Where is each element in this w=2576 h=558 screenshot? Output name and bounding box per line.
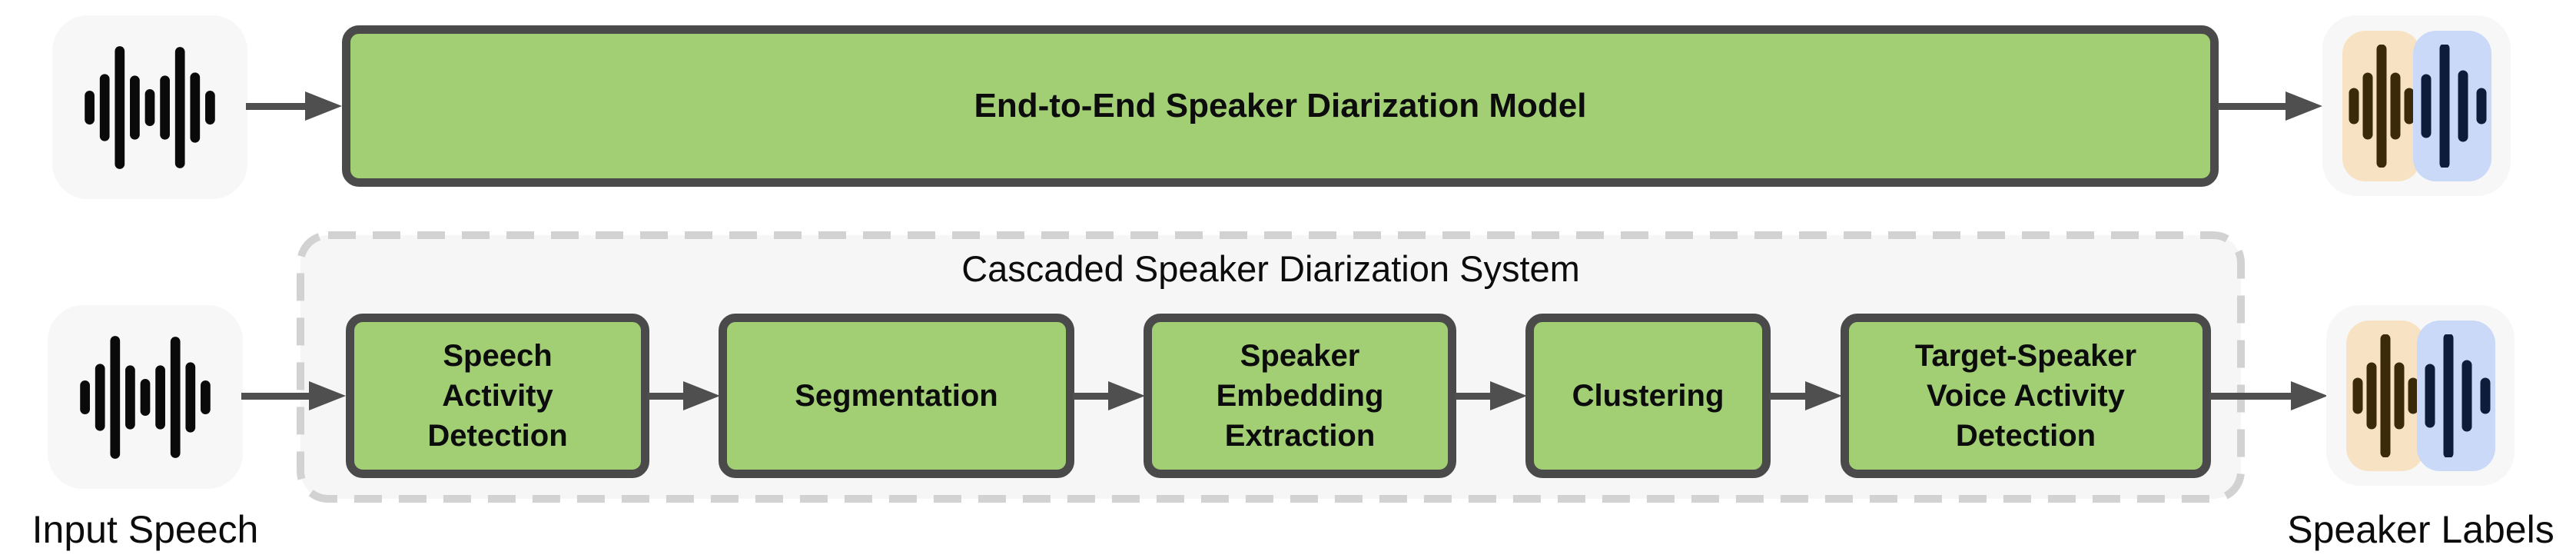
speaker2-waveform-icon bbox=[2421, 44, 2486, 168]
stage-speech-activity-detection: Speech Activity Detection bbox=[346, 314, 649, 478]
waveform-icon bbox=[80, 335, 211, 459]
speaker2-waveform-icon bbox=[2425, 334, 2490, 457]
arrow-embedding-to-clustering bbox=[1455, 381, 1527, 410]
input-speech-waveform-icon-top bbox=[52, 15, 247, 199]
speaker-labels-icon-bottom bbox=[2326, 305, 2515, 486]
stage-label: Segmentation bbox=[795, 379, 998, 413]
arrow-e2e-to-output bbox=[2218, 91, 2322, 121]
end-to-end-model-label: End-to-End Speaker Diarization Model bbox=[974, 87, 1587, 125]
arrow-sad-to-segmentation bbox=[648, 381, 720, 410]
speaker-labels-label: Speaker Labels bbox=[2287, 508, 2554, 551]
cascaded-system-title: Cascaded Speaker Diarization System bbox=[961, 248, 1580, 289]
arrow-tsvad-to-output bbox=[2209, 381, 2328, 410]
waveform-icon bbox=[85, 45, 215, 169]
speaker1-waveform-icon bbox=[2352, 334, 2418, 457]
arrow-segmentation-to-embedding bbox=[1073, 381, 1145, 410]
input-speech-label: Input Speech bbox=[32, 508, 259, 551]
arrow-shaft bbox=[2218, 102, 2286, 110]
stage-label: Clustering bbox=[1572, 379, 1725, 413]
arrow-clustering-to-tsvad bbox=[1769, 381, 1842, 410]
speaker2-waveform-chip bbox=[2416, 320, 2495, 471]
arrow-shaft bbox=[246, 102, 305, 110]
speaker2-waveform-chip bbox=[2412, 30, 2491, 181]
speaker-labels-icon-top bbox=[2322, 15, 2511, 196]
dual-speaker-waveform-icon bbox=[2345, 320, 2495, 471]
arrow-head bbox=[2291, 381, 2328, 410]
arrow-head bbox=[1490, 381, 1527, 410]
arrow-shaft bbox=[1073, 392, 1108, 400]
stage-clustering: Clustering bbox=[1525, 314, 1771, 478]
speaker1-waveform-icon bbox=[2349, 44, 2414, 168]
arrow-input-to-e2e bbox=[246, 91, 342, 121]
stage-label: Speaker Embedding Extraction bbox=[1216, 339, 1384, 453]
stage-label: Target-Speaker Voice Activity Detection bbox=[1914, 339, 2137, 453]
input-speech-waveform-icon-bottom bbox=[48, 305, 243, 489]
arrow-head bbox=[305, 91, 342, 121]
arrow-head bbox=[2286, 91, 2322, 121]
arrow-head bbox=[683, 381, 720, 410]
arrow-shaft bbox=[1455, 392, 1490, 400]
stage-speaker-embedding-extraction: Speaker Embedding Extraction bbox=[1144, 314, 1456, 478]
arrow-shaft bbox=[1769, 392, 1805, 400]
arrow-head bbox=[1108, 381, 1145, 410]
arrow-input-to-sad bbox=[241, 381, 346, 410]
stage-target-speaker-vad: Target-Speaker Voice Activity Detection bbox=[1841, 314, 2211, 478]
end-to-end-model-box: End-to-End Speaker Diarization Model bbox=[342, 25, 2219, 187]
arrow-head bbox=[1805, 381, 1842, 410]
arrow-shaft bbox=[2209, 392, 2291, 400]
arrow-shaft bbox=[241, 392, 309, 400]
speaker1-waveform-chip bbox=[2342, 30, 2421, 181]
dual-speaker-waveform-icon bbox=[2342, 30, 2491, 181]
arrow-shaft bbox=[648, 392, 683, 400]
stage-segmentation: Segmentation bbox=[719, 314, 1074, 478]
arrow-head bbox=[309, 381, 346, 410]
stage-label: Speech Activity Detection bbox=[427, 339, 568, 453]
speaker1-waveform-chip bbox=[2345, 320, 2425, 471]
